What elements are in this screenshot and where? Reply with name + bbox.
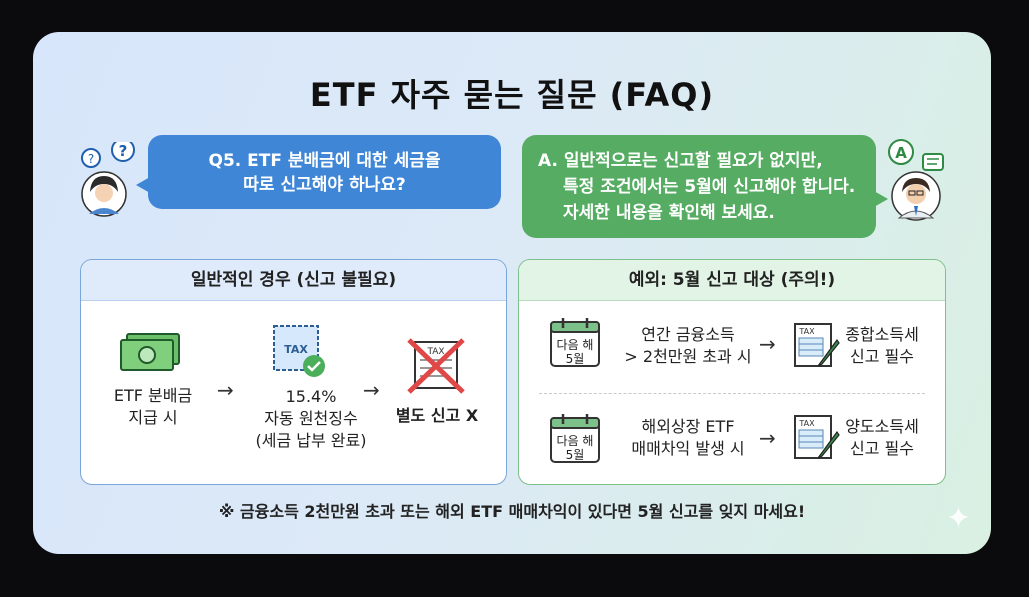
page-title: ETF 자주 묻는 질문 (FAQ) [309,76,715,114]
condition-income: 연간 금융소득 > 2천만원 초과 시 [613,324,763,368]
answer-line-3: 자세한 내용을 확인해 보세요. [563,203,775,223]
answer-line-1: A. 일반적으로는 신고할 필요가 없지만, [538,151,823,171]
tax-stamp-label: TAX [284,343,308,356]
step-withholding-line-1: 15.4% [285,387,337,406]
step-distribution-line-1: ETF 분배금 [113,386,193,405]
tax-form-icon: TAX [794,415,840,459]
tax-form-label: TAX [798,419,815,428]
result-capital-gains-tax: 양도소득세 신고 필수 [837,416,927,460]
calendar-icon [550,414,600,463]
no-report-icon: TAX [407,338,465,394]
tax-form-label: TAX [798,327,815,336]
result-capital-gains-line-2: 신고 필수 [850,439,914,458]
calendar-icon [550,318,600,367]
svg-text:?: ? [88,152,94,166]
question-line-2: 따로 신고해야 하나요? [243,175,406,195]
result-capital-gains-line-1: 양도소득세 [845,417,919,436]
flow-arrow: → [759,426,776,450]
step-withholding: 15.4% 자동 원천징수 (세금 납부 완료) [246,386,376,452]
step-withholding-line-3: (세금 납부 완료) [255,431,367,450]
result-comprehensive-tax: 종합소득세 신고 필수 [837,324,927,368]
flow-arrow: → [217,378,234,402]
tax-stamp-icon: TAX [273,325,325,377]
step-withholding-line-2: 자동 원천징수 [264,409,358,428]
general-case-heading: 일반적인 경우 (신고 불필요) [81,260,506,301]
faq-card: ETF 자주 묻는 질문 (FAQ) ? ? Q5. ETF 분배금에 대한 세… [33,32,991,554]
calendar-label: 다음 해 5월 [549,338,601,366]
condition-income-line-2: > 2천만원 초과 시 [624,347,752,366]
calendar-label-line-1: 다음 해 [556,434,594,448]
no-report-tax-label: TAX [426,347,444,357]
step-distribution-line-2: 지급 시 [128,408,178,427]
exception-heading: 예외: 5월 신고 대상 (주의!) [519,260,945,301]
flow-arrow: → [759,332,776,356]
calendar-label: 다음 해 5월 [549,434,601,462]
exception-panel: 예외: 5월 신고 대상 (주의!) 다음 해 5월 연간 금융소득 > 2천만… [518,259,946,485]
step-distribution: ETF 분배금 지급 시 [101,385,205,429]
answer-bubble: A. 일반적으로는 신고할 필요가 없지만, 특정 조건에서는 5월에 신고해야… [522,135,888,238]
condition-overseas-etf: 해외상장 ETF 매매차익 발생 시 [613,416,763,460]
result-comprehensive-line-2: 신고 필수 [850,347,914,366]
svg-text:A: A [895,144,907,162]
tax-form-icon: TAX [794,323,840,367]
sparkle-icon: ✦ [945,501,971,536]
result-comprehensive-line-1: 종합소득세 [845,325,919,344]
calendar-label-line-2: 5월 [565,448,585,462]
flow-arrow: → [363,378,380,402]
cash-icon [120,333,180,371]
step-no-report: 별도 신고 X [395,406,479,425]
answer-line-2: 특정 조건에서는 5월에 신고해야 합니다. [563,177,856,197]
svg-text:?: ? [119,142,128,160]
footer-note: ※ 금융소득 2천만원 초과 또는 해외 ETF 매매차익이 있다면 5월 신고… [218,502,806,521]
expert-avatar-icon: A [888,139,944,221]
condition-income-line-1: 연간 금융소득 [641,325,735,344]
condition-overseas-line-2: 매매차익 발생 시 [631,439,745,458]
calendar-label-line-2: 5월 [565,352,585,366]
condition-overseas-line-1: 해외상장 ETF [641,417,735,436]
row-divider [539,393,925,394]
question-bubble: Q5. ETF 분배금에 대한 세금을 따로 신고해야 하나요? [136,135,501,209]
general-case-panel: 일반적인 경우 (신고 불필요) ETF 분배금 지급 시 → TAX 15.4… [80,259,507,485]
calendar-label-line-1: 다음 해 [556,338,594,352]
question-line-1: Q5. ETF 분배금에 대한 세금을 [208,151,441,171]
questioner-avatar-icon: ? ? [81,142,135,217]
